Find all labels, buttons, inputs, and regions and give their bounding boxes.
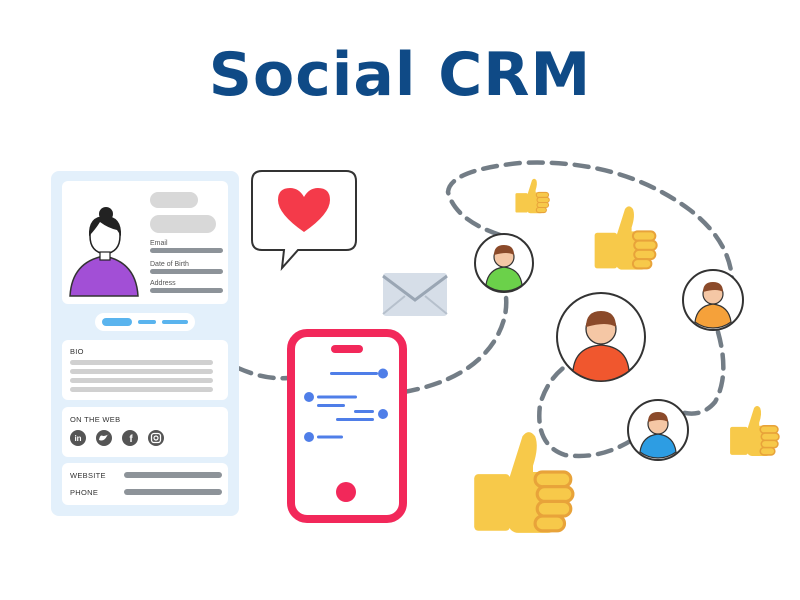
profile-card: Email Date of Birth Address BIO ON THE W…: [51, 171, 239, 516]
on-the-web-label: ON THE WEB: [70, 415, 120, 424]
field-label-address: Address: [150, 280, 176, 287]
phone-device: [287, 329, 407, 523]
field-label-dob: Date of Birth: [150, 261, 189, 268]
chat-messages: [304, 368, 388, 442]
svg-text:f: f: [129, 434, 133, 445]
facebook-icon[interactable]: f: [122, 430, 138, 446]
linkedin-icon[interactable]: in: [70, 430, 86, 446]
card-tabs[interactable]: [95, 313, 195, 331]
website-label: WEBSITE: [70, 471, 106, 480]
twitter-icon[interactable]: [96, 430, 112, 446]
avatar: [474, 233, 534, 293]
avatar: [556, 292, 646, 382]
field-label-email: Email: [150, 240, 168, 247]
envelope-icon: [382, 273, 448, 316]
heart-bubble: [251, 170, 357, 272]
heart-icon: [278, 188, 330, 232]
network-lines: [235, 160, 735, 459]
instagram-icon[interactable]: [148, 430, 164, 446]
bio-label: BIO: [70, 347, 84, 356]
svg-text:in: in: [74, 434, 81, 443]
thumbs-up-icon: [514, 178, 550, 214]
profile-fields: Email Date of Birth Address: [150, 240, 223, 293]
woman-avatar: [69, 207, 139, 297]
thumbs-up-icon: [472, 430, 575, 535]
thumbs-up-icon: [729, 405, 780, 457]
thumbs-up-icon: [593, 205, 658, 271]
avatar: [627, 399, 689, 461]
avatar: [682, 269, 744, 331]
phone-label: PHONE: [70, 488, 98, 497]
page-title: Social CRM: [208, 40, 592, 110]
